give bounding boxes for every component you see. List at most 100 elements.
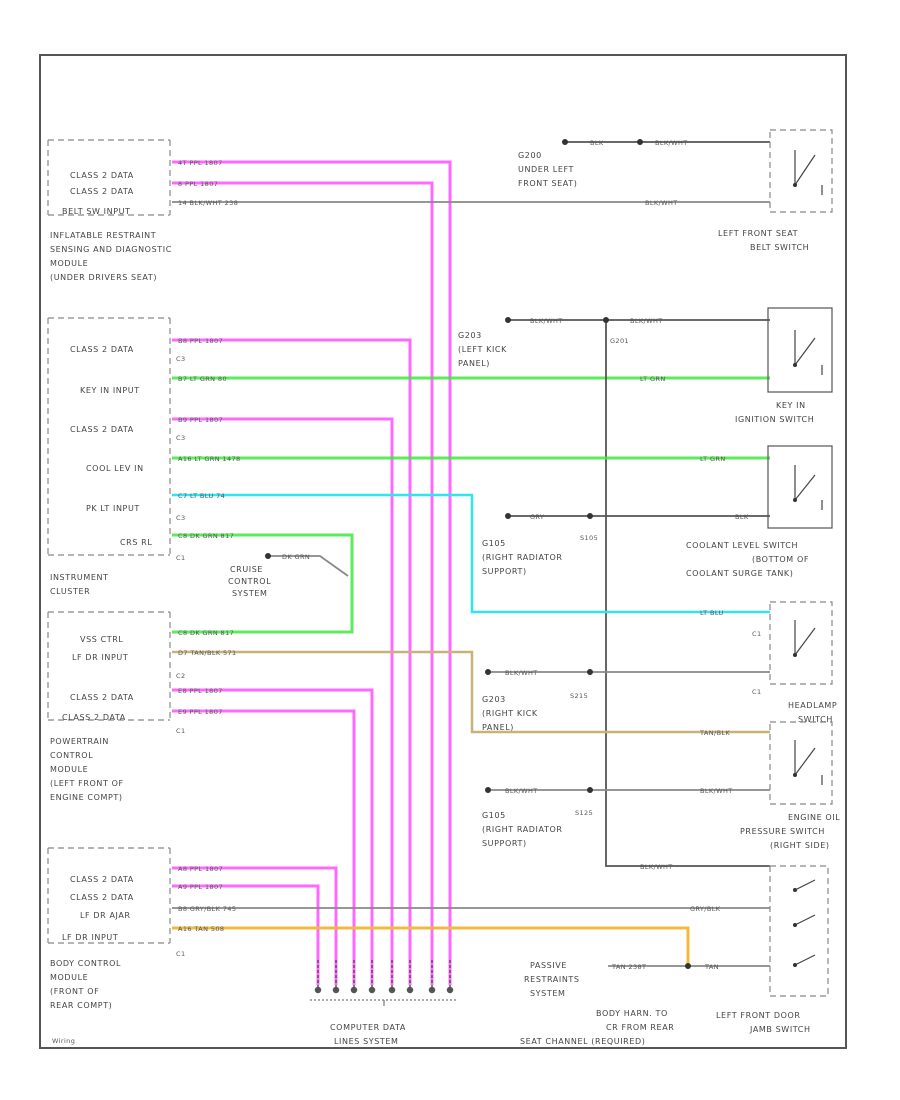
g203b-2: (RIGHT KICK bbox=[482, 709, 538, 718]
s105: S105 bbox=[580, 534, 598, 542]
class2-data-wires bbox=[172, 160, 452, 985]
g105b-3: SUPPORT) bbox=[482, 839, 527, 848]
coolant-switch-2: (BOTTOM OF bbox=[752, 555, 809, 564]
cruise-label-2: CONTROL bbox=[228, 577, 271, 586]
ic-title-1: INSTRUMENT bbox=[50, 573, 109, 582]
g200-3: FRONT SEAT) bbox=[518, 179, 577, 188]
bcm-module: CLASS 2 DATA CLASS 2 DATA LF DR AJAR LF … bbox=[47, 847, 185, 1010]
passive-3: SYSTEM bbox=[530, 989, 566, 998]
wc-pcm4: E9 PPL 1807 bbox=[178, 708, 223, 716]
headlamp-conn-1: C1 bbox=[752, 630, 761, 638]
cruise-label-1: CRUISE bbox=[230, 565, 263, 574]
diagram-frame bbox=[39, 54, 847, 1049]
bcm-title-2: MODULE bbox=[50, 973, 88, 982]
wire-code-labels: 4T PPL 1807 8 PPL 1807 14 BLK/WHT 238 B8… bbox=[178, 159, 241, 933]
harness-3: SEAT CHANNEL (REQUIRED) bbox=[520, 1037, 645, 1046]
oil-wire-3: BLK/WHT bbox=[700, 787, 733, 795]
pcm-conn-2: C1 bbox=[176, 727, 185, 735]
computer-data-bus: COMPUTER DATA LINES SYSTEM bbox=[310, 960, 458, 1046]
coolant-switch-1: COOLANT LEVEL SWITCH bbox=[686, 541, 798, 550]
wc-ic6: C8 DK GRN 817 bbox=[178, 532, 234, 540]
seatbelt-circuit: BLK BLK/WHT BLK/WHT G200 UNDER LEFT FRON… bbox=[172, 129, 833, 252]
bcm-pin-4: LF DR INPUT bbox=[62, 933, 118, 942]
door-wire-3: TAN bbox=[704, 963, 719, 971]
ic-conn-4: C1 bbox=[176, 554, 185, 562]
ic-pin-4: COOL LEV IN bbox=[86, 464, 144, 473]
cruise-circuit: DK GRN CRUISE CONTROL SYSTEM bbox=[172, 533, 354, 634]
pcm-module: VSS CTRL LF DR INPUT CLASS 2 DATA CLASS … bbox=[47, 611, 185, 802]
sdm-module: CLASS 2 DATA CLASS 2 DATA BELT SW INPUT … bbox=[47, 139, 171, 282]
bcm-title-4: REAR COMPT) bbox=[50, 1001, 112, 1010]
seatbelt-wire-2: BLK/WHT bbox=[655, 139, 688, 147]
bcm-pin-2: CLASS 2 DATA bbox=[70, 893, 134, 902]
seatbelt-wire-3: BLK/WHT bbox=[645, 199, 678, 207]
g203-1: G203 bbox=[458, 331, 482, 340]
ic-conn-2: C3 bbox=[176, 434, 185, 442]
bcm-conn-1: C1 bbox=[176, 950, 185, 958]
g105a-2: (RIGHT RADIATOR bbox=[482, 553, 563, 562]
wc-ic3: B9 PPL 1807 bbox=[178, 416, 223, 424]
oil-switch-3: (RIGHT SIDE) bbox=[770, 841, 830, 850]
pcm-pin-2: LF DR INPUT bbox=[72, 653, 128, 662]
wc-ic5: C7 LT BLU 74 bbox=[178, 492, 225, 500]
ic-pin-3: CLASS 2 DATA bbox=[70, 425, 134, 434]
g200-2: UNDER LEFT bbox=[518, 165, 574, 174]
sdm-title-4: (UNDER DRIVERS SEAT) bbox=[50, 273, 157, 282]
ic-conn-1: C3 bbox=[176, 355, 185, 363]
oil-wire-2: BLK/WHT bbox=[505, 787, 538, 795]
wc-sdm2: 8 PPL 1807 bbox=[178, 180, 218, 188]
sdm-title-1: INFLATABLE RESTRAINT bbox=[50, 231, 156, 240]
g105a-1: G105 bbox=[482, 539, 506, 548]
g203b-1: G203 bbox=[482, 695, 506, 704]
keyin-circuit: BLK/WHT BLK/WHT LT GRN G203 (LEFT KICK P… bbox=[172, 307, 833, 867]
wc-pcm1: C8 DK GRN 817 bbox=[178, 629, 234, 637]
cruise-label-3: SYSTEM bbox=[232, 589, 268, 598]
sdm-pin-2: CLASS 2 DATA bbox=[70, 187, 134, 196]
pcm-title-4: (LEFT FRONT OF bbox=[50, 779, 124, 788]
keyin-wire-1: BLK/WHT bbox=[530, 317, 563, 325]
sdm-title-3: MODULE bbox=[50, 259, 88, 268]
s215: S215 bbox=[570, 692, 588, 700]
ic-conn-3: C3 bbox=[176, 514, 185, 522]
headlamp-switch-2: SWITCH bbox=[798, 715, 833, 724]
wc-ic2: B7 LT GRN 80 bbox=[178, 375, 227, 383]
seatbelt-wire-1: BLK bbox=[590, 139, 604, 147]
passive-2: RESTRAINTS bbox=[524, 975, 580, 984]
harness-2: CR FROM REAR bbox=[606, 1023, 674, 1032]
headlamp-conn-2: C1 bbox=[752, 688, 761, 696]
pcm-conn-1: C2 bbox=[176, 672, 185, 680]
wc-bcm4: A16 TAN 508 bbox=[178, 925, 224, 933]
ic-pin-5: PK LT INPUT bbox=[86, 504, 140, 513]
headlamp-switch-1: HEADLAMP bbox=[788, 701, 837, 710]
wc-pcm3: E8 PPL 1807 bbox=[178, 687, 223, 695]
instrument-cluster-module: CLASS 2 DATA KEY IN INPUT CLASS 2 DATA C… bbox=[47, 317, 185, 596]
door-wire-1: BLK/WHT bbox=[640, 863, 673, 871]
bus-label-2: LINES SYSTEM bbox=[334, 1037, 399, 1046]
wc-bcm3: B8 GRY/BLK 745 bbox=[178, 905, 236, 913]
door-wire-2: GRY/BLK bbox=[690, 905, 721, 913]
coolant-switch-3: COOLANT SURGE TANK) bbox=[686, 569, 794, 578]
wc-bcm1: A8 PPL 1807 bbox=[178, 865, 223, 873]
wc-ic4: A16 LT GRN 1478 bbox=[178, 455, 241, 463]
pcm-pin-4: CLASS 2 DATA bbox=[62, 713, 126, 722]
door-jamb-circuit: BLK/WHT GRY/BLK TAN TAN 238T PASSIVE RES… bbox=[172, 863, 829, 1046]
oil-switch-1: ENGINE OIL bbox=[788, 813, 840, 822]
g203-2: (LEFT KICK bbox=[458, 345, 507, 354]
oil-switch-2: PRESSURE SWITCH bbox=[740, 827, 825, 836]
ic-pin-6: CRS RL bbox=[120, 538, 152, 547]
bus-label-1: COMPUTER DATA bbox=[330, 1023, 406, 1032]
pcm-title-3: MODULE bbox=[50, 765, 88, 774]
seatbelt-switch-2: BELT SWITCH bbox=[750, 243, 809, 252]
wc-ic1: B8 PPL 1807 bbox=[178, 337, 223, 345]
wc-sdm3: 14 BLK/WHT 238 bbox=[178, 199, 238, 207]
headlamp-wire-2: BLK/WHT bbox=[505, 669, 538, 677]
pcm-pin-3: CLASS 2 DATA bbox=[70, 693, 134, 702]
door-switch-2: JAMB SWITCH bbox=[749, 1025, 811, 1034]
g203b-3: PANEL) bbox=[482, 723, 514, 732]
cruise-wire: DK GRN bbox=[282, 553, 310, 561]
ic-pin-1: CLASS 2 DATA bbox=[70, 345, 134, 354]
g105a-3: SUPPORT) bbox=[482, 567, 527, 576]
sdm-pin-3: BELT SW INPUT bbox=[62, 207, 131, 216]
g105b-1: G105 bbox=[482, 811, 506, 820]
